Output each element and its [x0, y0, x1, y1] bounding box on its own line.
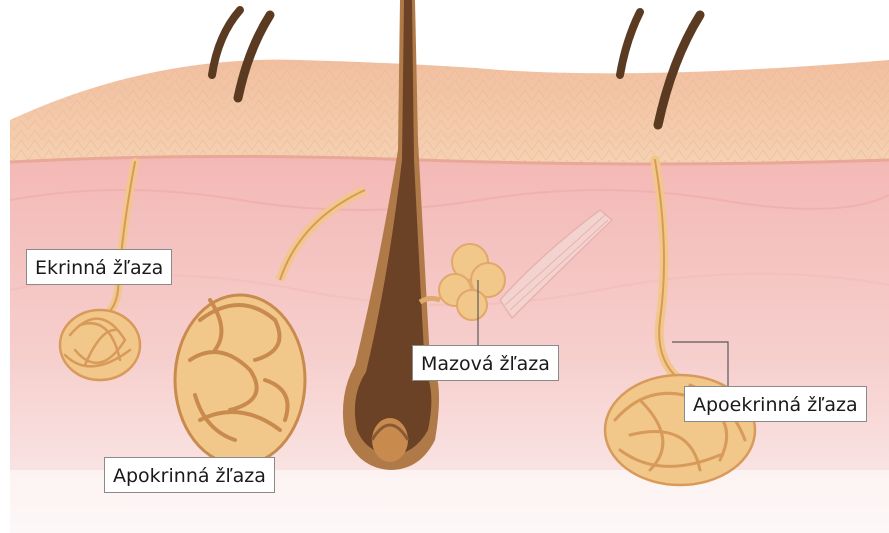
- epidermis-layer: [10, 60, 889, 164]
- eccrine-gland-label: Ekrinná žľaza: [26, 249, 172, 285]
- sebaceous-gland-label: Mazová žľaza: [412, 345, 559, 381]
- apocrine-gland-label: Apokrinná žľaza: [104, 457, 275, 493]
- apoeccrine-gland-label: Apoekrinná žľaza: [684, 386, 867, 422]
